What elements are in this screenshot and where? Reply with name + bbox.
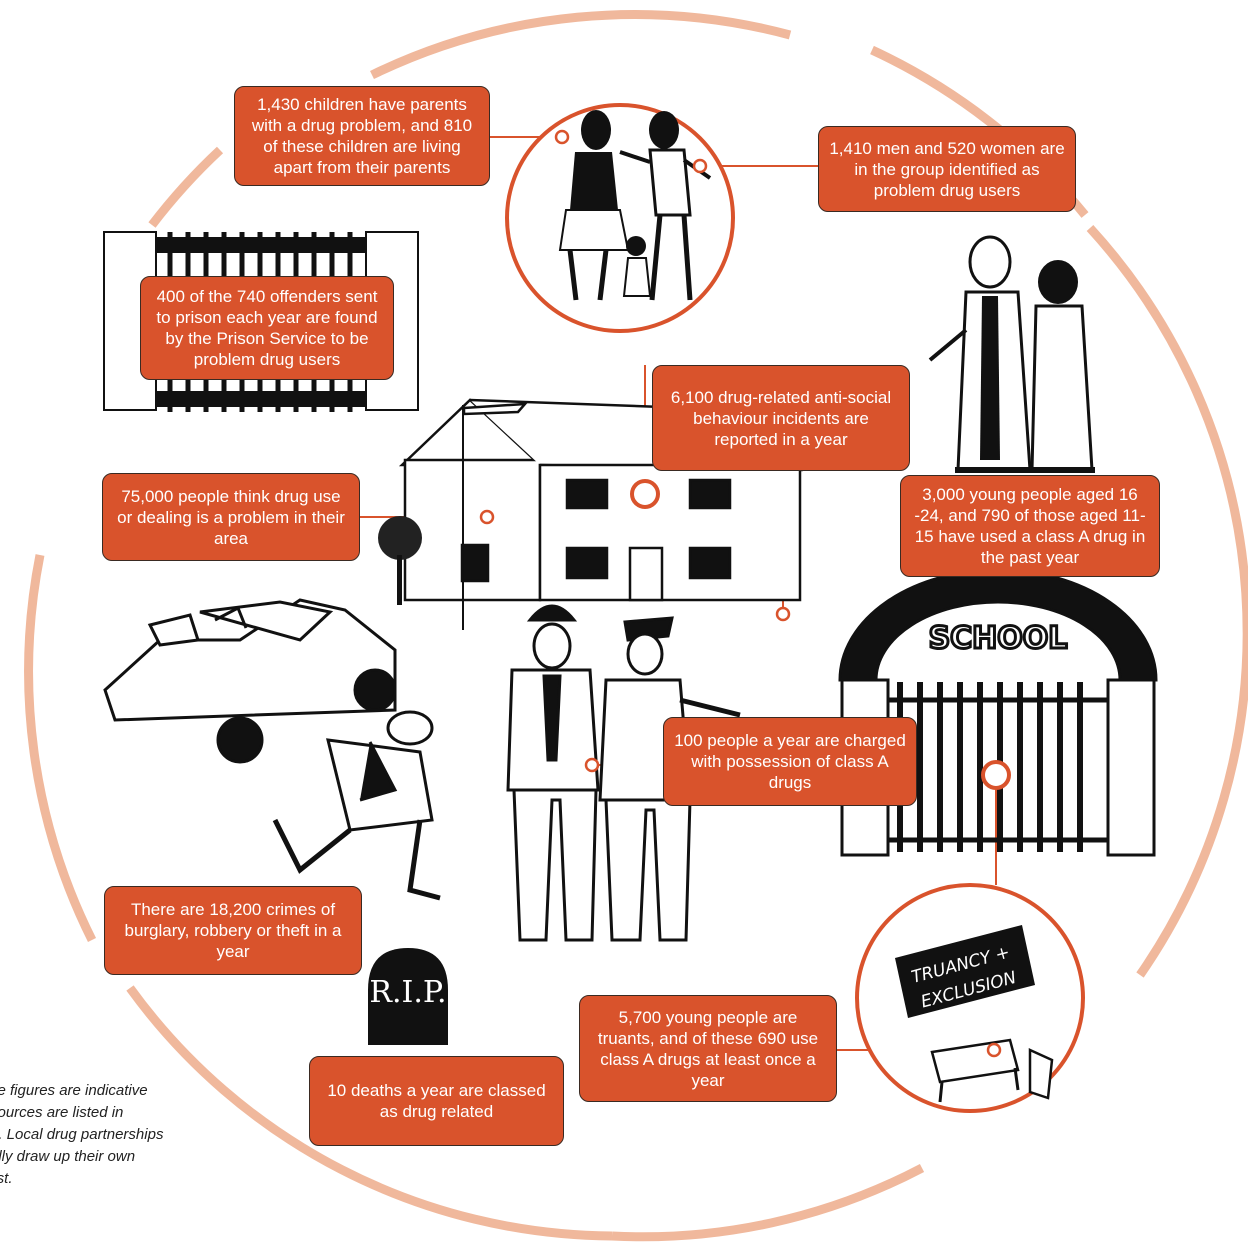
tombstone-text: R.I.P. [369, 975, 446, 1010]
callout-truants: 5,700 young people are truants, and of t… [579, 995, 837, 1102]
callout-crimes: There are 18,200 crimes of burglary, rob… [104, 886, 362, 975]
callout-antisocial: 6,100 drug-related anti-social behaviour… [652, 365, 910, 471]
young-couple-icon [928, 235, 1095, 473]
callout-prison: 400 of the 740 offenders sent to prison … [140, 276, 394, 380]
callout-young-people: 3,000 young people aged 16 -24, and 790 … [900, 475, 1160, 577]
callout-parents: 1,430 children have parents with a drug … [234, 86, 490, 186]
burglar-icon [272, 710, 441, 901]
wrecked-car-icon [103, 598, 397, 764]
callout-possession: 100 people a year are charged with posse… [663, 717, 917, 806]
police-officers-icon [506, 604, 741, 942]
family-argument-icon [505, 103, 735, 333]
school-gate-icon: SCHOOL [838, 568, 1158, 857]
tombstone-icon: R.I.P. [368, 948, 448, 1045]
footnote: se figures are indicative sources are li… [0, 1082, 164, 1187]
callout-deaths: 10 deaths a year are classed as drug rel… [309, 1056, 564, 1146]
truancy-desk-icon: TRUANCY + EXCLUSION [855, 883, 1085, 1113]
outer-ring [24, 10, 1248, 1242]
gate-sign-text: SCHOOL [929, 621, 1068, 656]
callout-area: 75,000 people think drug use or dealing … [102, 473, 360, 561]
callout-users: 1,410 men and 520 women are in the group… [818, 126, 1076, 212]
